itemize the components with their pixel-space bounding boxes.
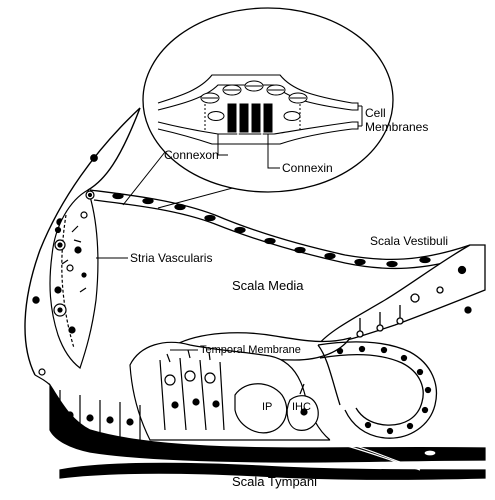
basilar-membrane	[34, 368, 486, 480]
cell-membranes-bracket	[352, 102, 363, 130]
stria-vascularis	[49, 189, 99, 369]
label-ip: IP	[262, 401, 272, 413]
label-connexon: Connexon	[164, 148, 219, 162]
label-temporal-membrane: Temporal Membrane	[200, 344, 301, 356]
lateral-wall	[24, 107, 141, 376]
inner-sulcus	[317, 341, 438, 439]
connexon-channels	[200, 80, 308, 136]
gap-junction-inset	[142, 7, 394, 193]
labels: Cell Membranes Connexon Connexin Stria V…	[130, 106, 448, 489]
label-scala-media: Scala Media	[232, 278, 304, 293]
label-cell-membranes-2: Membranes	[365, 120, 428, 134]
label-scala-vestibuli: Scala Vestibuli	[370, 234, 448, 248]
label-scala-tympani: Scala Tympani	[232, 474, 317, 489]
reissners-membrane	[89, 189, 471, 270]
label-cell-membranes-1: Cell	[365, 106, 386, 120]
spiral-limbus	[316, 244, 486, 346]
label-leaders	[96, 257, 198, 351]
inset-leaders	[217, 134, 280, 169]
label-connexin: Connexin	[282, 161, 333, 175]
organ-of-corti	[129, 341, 332, 441]
label-ihc: IHC	[292, 401, 311, 413]
label-stria-vascularis: Stria Vascularis	[130, 251, 212, 265]
